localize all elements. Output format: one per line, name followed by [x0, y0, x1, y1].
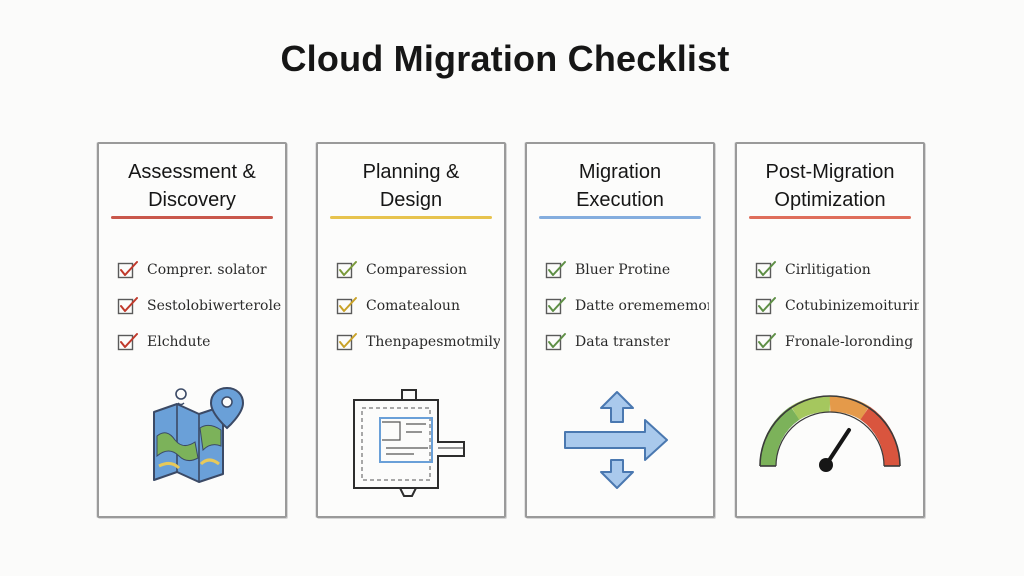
checkbox-checked-icon	[336, 297, 357, 315]
checkbox-checked-icon	[117, 297, 138, 315]
execution-title: Migration Execution	[527, 158, 713, 214]
checklist-item: Comprer. solator	[117, 252, 281, 288]
checklist-item-label: Bluer Protine	[575, 262, 671, 278]
execution-title-line2: Execution	[576, 189, 664, 211]
optimization-title: Post-Migration Optimization	[737, 158, 923, 214]
optimization-checklist: Cirlitigation Cotubinizemoituring Fronal…	[755, 252, 919, 360]
planning-title-line1: Planning &	[362, 161, 460, 183]
assessment-title-line1: Assessment &	[128, 161, 256, 183]
checklist-item: Datte oremememone	[545, 288, 709, 324]
gauge-icon	[759, 395, 901, 472]
checklist-item: Sestolobiwerterole	[117, 288, 281, 324]
checklist-item-label: Sestolobiwerterole	[147, 298, 281, 314]
checklist-item: Data transter	[545, 324, 709, 360]
page-title: Cloud Migration Checklist	[280, 38, 730, 79]
checklist-item-label: Thenpapesmotmily	[366, 334, 500, 350]
planning-title: Planning & Design	[318, 158, 504, 214]
checklist-item: Elchdute	[117, 324, 281, 360]
execution-underline	[539, 216, 701, 219]
checkbox-checked-icon	[545, 333, 566, 351]
checklist-item: Comatealoun	[336, 288, 500, 324]
planning-underline	[330, 216, 492, 219]
execution-checklist: Bluer Protine Datte oremememone Data tra…	[545, 252, 709, 360]
optimization-title-line1: Post-Migration	[765, 161, 895, 183]
checklist-item-label: Cotubinizemoituring	[785, 298, 919, 314]
assessment-underline	[111, 216, 273, 219]
checklist-item-label: Comprer. solator	[147, 262, 267, 278]
execution-card: Migration Execution Bluer Protine Datte …	[525, 142, 715, 518]
checklist-item-label: Cirlitigation	[785, 262, 871, 278]
checklist-item-label: Fronale-loronding	[785, 334, 914, 350]
assessment-title-line2: Discovery	[148, 189, 236, 211]
planning-checklist: Comparession Comatealoun Thenpapesmotmil…	[336, 252, 500, 360]
checklist-item-label: Datte oremememone	[575, 298, 709, 314]
checklist-item: Cirlitigation	[755, 252, 919, 288]
optimization-title-line2: Optimization	[774, 189, 886, 211]
checkbox-checked-icon	[755, 333, 776, 351]
checklist-item-label: Elchdute	[147, 334, 211, 350]
checkbox-checked-icon	[117, 261, 138, 279]
checkbox-checked-icon	[117, 333, 138, 351]
checklist-item: Bluer Protine	[545, 252, 709, 288]
planning-card: Planning & Design Comparession Comatealo…	[316, 142, 506, 518]
checkbox-checked-icon	[755, 297, 776, 315]
checkbox-checked-icon	[755, 261, 776, 279]
blueprint-icon	[353, 389, 465, 497]
checklist-item-label: Data transter	[575, 334, 671, 350]
checklist-item: Thenpapesmotmily	[336, 324, 500, 360]
checklist-item: Cotubinizemoituring	[755, 288, 919, 324]
transfer-arrows-icon	[564, 391, 668, 489]
checkbox-checked-icon	[545, 297, 566, 315]
checklist-item-label: Comparession	[366, 262, 467, 278]
execution-title-line1: Migration	[578, 161, 662, 183]
optimization-card: Post-Migration Optimization Cirlitigatio…	[735, 142, 925, 518]
assessment-card: Assessment & Discovery Comprer. solator …	[97, 142, 287, 518]
checkbox-checked-icon	[336, 333, 357, 351]
assessment-checklist: Comprer. solator Sestolobiwerterole Elch…	[117, 252, 281, 360]
checkbox-checked-icon	[545, 261, 566, 279]
optimization-underline	[749, 216, 911, 219]
checkbox-checked-icon	[336, 261, 357, 279]
checklist-item: Comparession	[336, 252, 500, 288]
checklist-item: Fronale-loronding	[755, 324, 919, 360]
planning-title-line2: Design	[379, 189, 443, 211]
assessment-title: Assessment & Discovery	[99, 158, 285, 214]
checklist-item-label: Comatealoun	[366, 298, 460, 314]
map-pin-icon	[153, 386, 245, 483]
